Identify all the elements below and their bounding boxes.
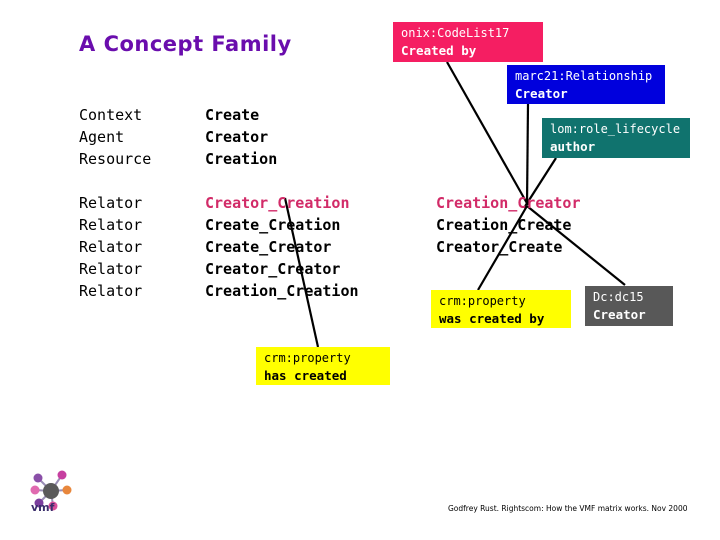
vmf-logo-icon (30, 470, 72, 511)
relator-term: Create_Creator (205, 238, 332, 256)
role-label: Context (79, 106, 143, 124)
concept-role-labels-group-a: Context Agent Resource (79, 104, 151, 170)
callout-namespace: marc21:Relationship (515, 69, 653, 83)
callout-namespace: crm:property (439, 294, 526, 308)
line-marc21-to-creation-creator (525, 103, 530, 206)
callout-marc21: marc21:Relationship Creator (507, 65, 665, 104)
relator-term: Creation_Creation (205, 282, 359, 300)
vmf-logo-label: vmf (31, 501, 55, 514)
relator-labels-group-b: Relator Relator Relator Relator Relator (79, 192, 142, 302)
relator-label: Relator (79, 238, 143, 256)
callout-term: has created (264, 368, 347, 383)
callout-term: was created by (439, 311, 545, 326)
relator-term: Creator_Create (436, 238, 563, 256)
relator-label: Relator (79, 282, 143, 300)
callout-namespace: crm:property (264, 351, 351, 365)
relator-terms-group-b: Creator_Creation Create_Creation Create_… (205, 192, 359, 302)
callout-term: author (550, 139, 596, 154)
concept-terms-group-a: Create Creator Creation (205, 104, 277, 170)
concept-term: Creation (205, 150, 278, 168)
concept-term: Create (205, 106, 260, 124)
page-title: A Concept Family (79, 32, 292, 56)
relator-term: Creation_Create (436, 216, 572, 234)
callout-dc: Dc:dc15 Creator (585, 286, 673, 326)
callout-namespace: lom:role_lifecycle (550, 122, 681, 136)
callout-lom: lom:role_lifecycle author (542, 118, 690, 158)
callout-term: Creator (593, 307, 646, 322)
relator-label: Relator (79, 216, 143, 234)
callout-onix: onix:CodeList17 Created by (393, 22, 543, 62)
concept-term: Creator (205, 128, 269, 146)
callout-crm-was-created-by: crm:property was created by (431, 290, 571, 328)
relator-terms-group-c: Creation_Creator Creation_Create Creator… (436, 192, 581, 258)
role-label: Agent (79, 128, 125, 146)
callout-crm-has-created: crm:property has created (256, 347, 390, 385)
callout-namespace: Dc:dc15 (593, 290, 644, 304)
relator-label: Relator (79, 194, 143, 212)
callout-term: Creator (515, 86, 568, 101)
relator-label: Relator (79, 260, 143, 278)
callout-term: Created by (401, 43, 477, 58)
relator-term: Creator_Creator (205, 260, 341, 278)
relator-term-highlighted: Creator_Creation (205, 194, 350, 212)
footer-credit: Godfrey Rust. Rightscom: How the VMF mat… (448, 504, 688, 513)
role-label: Resource (79, 150, 152, 168)
relator-term: Create_Creation (205, 216, 341, 234)
relator-term-highlighted: Creation_Creator (436, 194, 581, 212)
callout-namespace: onix:CodeList17 (401, 26, 510, 40)
